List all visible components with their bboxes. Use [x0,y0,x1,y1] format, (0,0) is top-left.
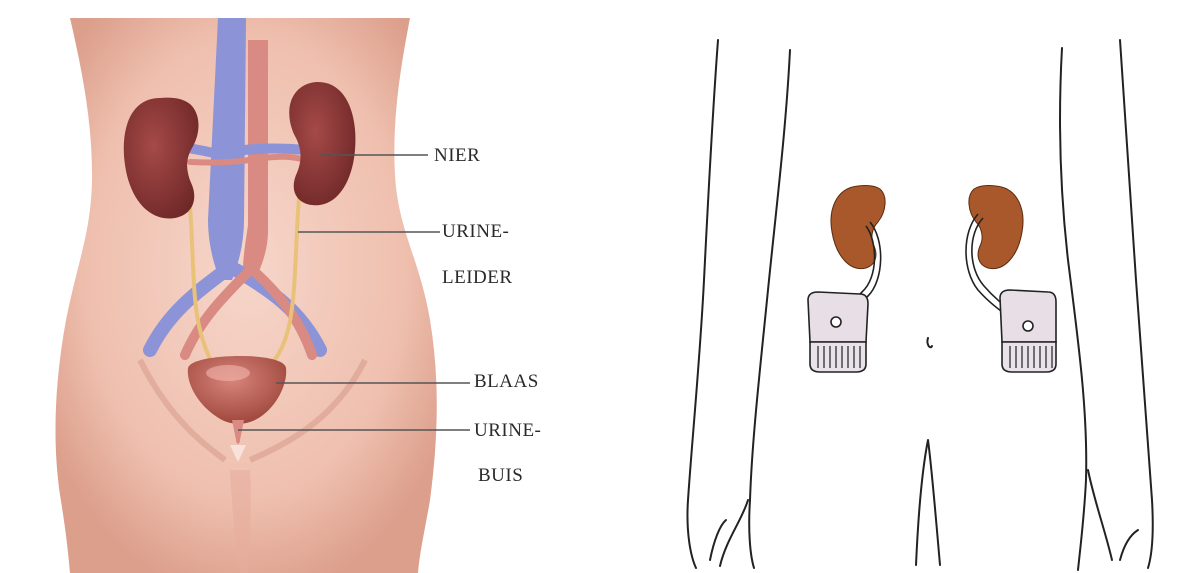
bladder-highlight [206,365,250,381]
right-arm-outer [1120,40,1153,568]
label-kidney: NIER [434,146,480,165]
leg-gap [916,440,940,565]
kidney-left [831,185,885,268]
label-bladder: BLAAS [474,372,539,391]
right-arm-inner [1088,470,1112,560]
left-torso-edge [749,50,790,568]
left-arm-outer [687,40,718,568]
label-urethra-line1: URINE- [474,421,541,440]
renal-vein-right [244,149,305,151]
right-torso-edge [1060,48,1086,570]
nephrostomy-sketch [600,0,1201,573]
renal-vein-left [188,148,222,155]
navel [927,338,932,347]
nephrostomy-bag-left [808,292,868,372]
nephrostomy-bag-right [1000,290,1056,372]
label-ureter-line2: LEIDER [442,268,513,287]
label-ureter-line1: URINE- [442,222,509,241]
nephrostomy-drawing [600,0,1201,573]
renal-artery-right [262,157,305,160]
urinary-system-illustration: NIER URINE- LEIDER BLAAS URINE- BUIS [0,0,600,573]
right-hand [1120,530,1138,560]
label-urethra-line2: BUIS [478,466,523,485]
renal-artery-left [190,160,250,163]
left-arm-inner [720,500,748,566]
